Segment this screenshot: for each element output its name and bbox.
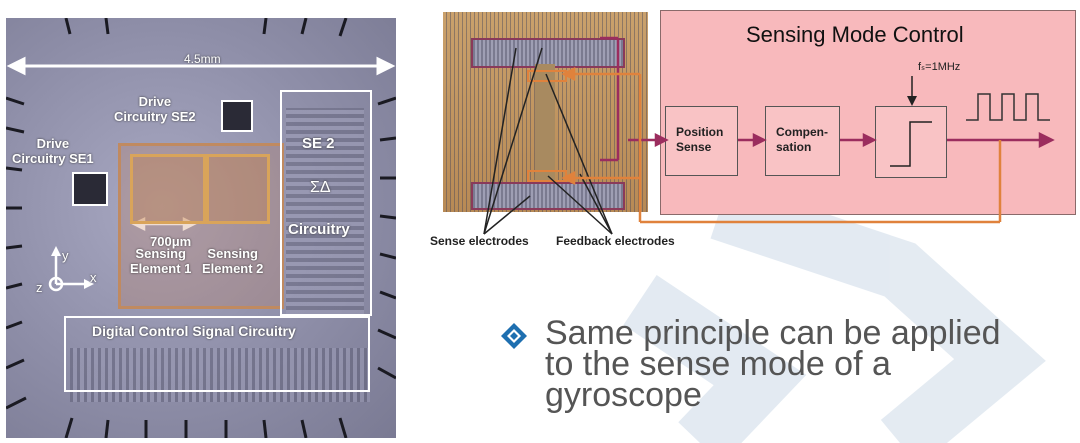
sensing-mode-control-title: Sensing Mode Control: [746, 22, 964, 47]
compensation-block: Compen- sation: [765, 106, 840, 176]
clock-label: fₛ=1MHz: [918, 61, 961, 73]
die-micrograph: 4.5mm Drive Circuitry SE2 Drive Circuitr…: [6, 18, 396, 438]
sensing-element-1-block: [130, 154, 206, 224]
se2-label: SE 2: [302, 135, 335, 152]
position-sense-label: Position Sense: [676, 125, 724, 154]
sensing-region: [118, 143, 284, 309]
sensing-element-1-label: Sensing Element 1: [130, 246, 192, 276]
axis-z-label: z: [36, 280, 43, 295]
drive-se2-box: [221, 100, 253, 132]
drive-se2-label: Drive Circuitry SE2: [114, 94, 196, 124]
bond-wires: [6, 18, 396, 438]
circuitry-label: Circuitry: [288, 221, 350, 238]
quantizer-block: [875, 106, 947, 178]
drive-se1-label: Drive Circuitry SE1: [12, 136, 94, 166]
die-width-label: 4.5mm: [184, 52, 221, 66]
bullet-diamond-icon: [501, 323, 527, 349]
digital-circuit-texture: [70, 348, 370, 402]
bottom-electrode-bar: [471, 182, 625, 210]
sense-electrodes-label: Sense electrodes: [430, 234, 529, 248]
sensing-element-2-label: Sensing Element 2: [202, 246, 264, 276]
se2-circuit-texture: [286, 108, 364, 318]
element-pitch-label: 700μm: [150, 234, 192, 249]
sensing-element-2-block: [206, 154, 270, 224]
drive-se1-box: [72, 172, 108, 206]
axis-x-label: x: [90, 270, 97, 285]
bullet-text: Same principle can be applied to the sen…: [545, 314, 1001, 414]
digital-control-label: Digital Control Signal Circuitry: [92, 323, 296, 339]
compensation-label: Compen- sation: [776, 125, 828, 154]
sigma-delta-label: ΣΔ: [310, 179, 331, 196]
feedback-electrodes-label: Feedback electrodes: [556, 234, 675, 248]
position-sense-block: Position Sense: [665, 106, 738, 176]
se2-box: [280, 90, 372, 316]
digital-control-box: [64, 316, 370, 392]
axis-y-label: y: [62, 248, 69, 263]
center-spine: [535, 64, 555, 182]
